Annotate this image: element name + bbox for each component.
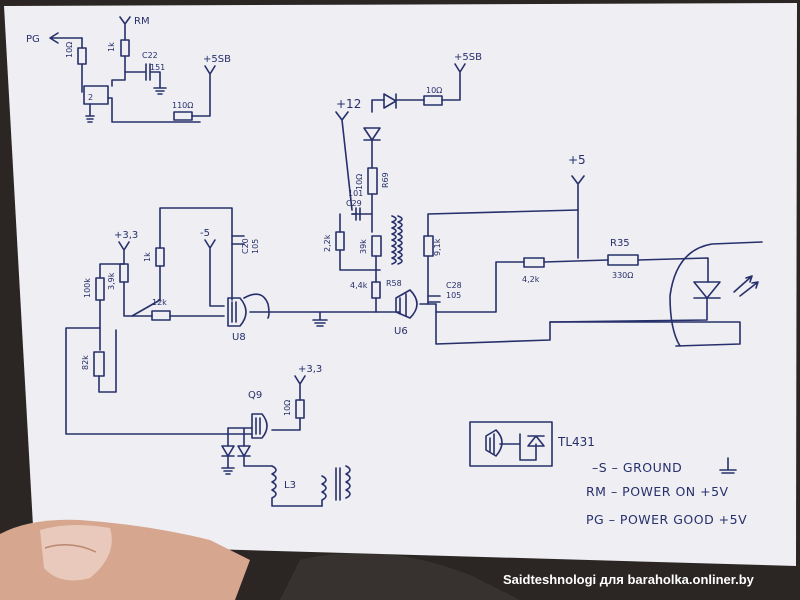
pg-label: PG <box>26 34 40 45</box>
c28-value: 105 <box>446 291 461 300</box>
c22-label: C22 <box>142 51 158 60</box>
r-1k-label-1: 1k <box>107 42 116 52</box>
c20-value: 105 <box>251 239 260 254</box>
p5sb-label-1: +5SB <box>203 54 231 65</box>
c22-value: 151 <box>150 63 165 72</box>
r-1k-label-2: 1k <box>143 252 152 262</box>
c28-label: C28 <box>446 281 462 290</box>
r-10ohm-label-4: 10Ω <box>355 174 364 190</box>
c20-label: C20 <box>241 238 250 254</box>
svg-text:2: 2 <box>88 93 93 102</box>
q9-label: Q9 <box>248 390 262 401</box>
r-12k-label: 12k <box>152 298 167 307</box>
legend-ground: –S – GROUND <box>592 460 682 475</box>
u6-section: +5SB 10Ω +12 10Ω R69 C29 101 2,2k 39k 4 <box>323 52 741 347</box>
r-4k4-label: 4,4k <box>350 281 368 290</box>
legend-power-on: RM – POWER ON +5V <box>586 484 729 499</box>
q9-section: Q9 +3,3 10Ω L3 <box>221 364 351 507</box>
r-10ohm-label-3: 10Ω <box>426 86 442 95</box>
rm-label: RM <box>134 16 150 27</box>
paper-sheet <box>4 3 797 566</box>
r-3k9-label: 3,9k <box>107 272 116 290</box>
r-2k2-label: 2,2k <box>323 234 332 252</box>
r-9k1-label: 9,1k <box>433 238 442 256</box>
p12-label: +12 <box>336 97 361 111</box>
r69-label: R69 <box>381 172 390 188</box>
r35-label: R35 <box>610 238 630 249</box>
c29-value: 101 <box>348 189 363 198</box>
u8-label: U8 <box>232 332 246 343</box>
r58-label: R58 <box>386 279 402 288</box>
u6-label: U6 <box>394 326 408 337</box>
thumb <box>0 519 250 600</box>
r-100k-label: 100k <box>83 278 92 298</box>
r-110ohm-label: 110Ω <box>172 101 193 110</box>
p3v3-label-1: +3,3 <box>114 230 138 241</box>
tl431-legend: TL431 –S – GROUND RM – POWER ON +5V PG –… <box>469 421 747 527</box>
p3v3-label-2: +3,3 <box>298 364 322 375</box>
r-10ohm-label-2: 10Ω <box>283 400 292 416</box>
p5sb-label-2: +5SB <box>454 52 482 63</box>
r-82k-label: 82k <box>81 355 90 370</box>
tl431-label: TL431 <box>557 435 595 449</box>
r-39k-label: 39k <box>359 239 368 254</box>
l3-label: L3 <box>284 480 296 491</box>
watermark: Saidteshnologi для baraholka.onliner.by <box>503 572 755 587</box>
background-plastic <box>280 552 520 600</box>
r35-value: 330Ω <box>612 271 633 280</box>
legend-power-good: PG – POWER GOOD +5V <box>586 512 747 527</box>
c29-label: C29 <box>346 199 362 208</box>
u8-section: +3,3 3,9k 100k 82k 1k 12k -5 C20 105 U8 <box>65 207 401 435</box>
pg-rm-section: PG 10Ω 2 RM 1k C22 151 110Ω +5SB <box>26 16 231 123</box>
r-4k2-label: 4,2k <box>522 275 540 284</box>
r-10ohm-label-1: 10Ω <box>65 42 74 58</box>
p5-label: +5 <box>568 153 586 167</box>
minus5-label: -5 <box>200 228 210 239</box>
r35-led-section: +5 4,2k R35 330Ω <box>522 153 763 347</box>
